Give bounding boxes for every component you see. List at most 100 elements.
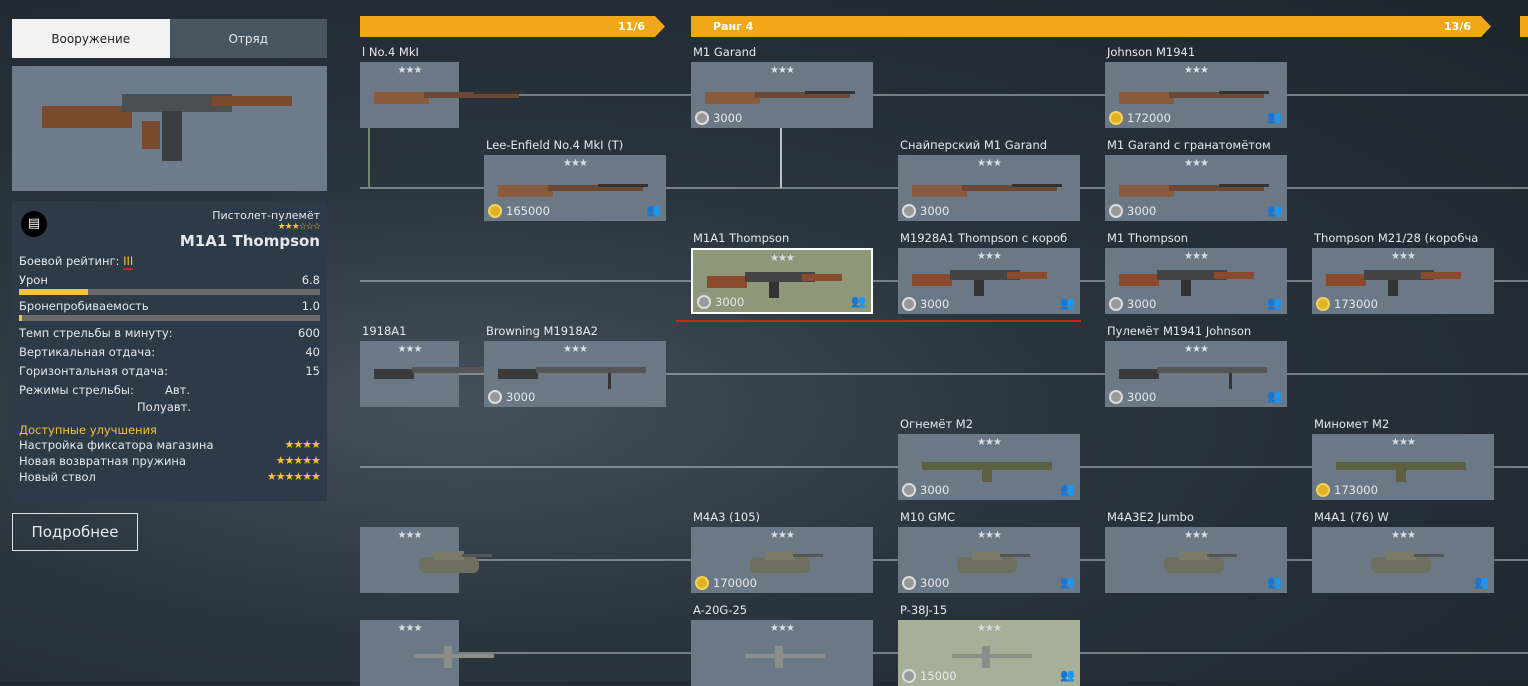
tech-tree-card[interactable]: ★★★ 15000 👥 (898, 620, 1080, 686)
squad-icon: 👥 (1060, 296, 1075, 310)
weapon-type: Пистолет-пулемёт (212, 209, 320, 222)
card-stars: ★★★ (397, 65, 423, 76)
tech-tree-card[interactable]: ★★★ (360, 341, 522, 407)
weapon-preview (12, 66, 327, 191)
smg-image (1326, 270, 1461, 296)
annotation-underline (676, 320, 1081, 322)
upgrade-stars: ★★★★★ (275, 454, 321, 467)
stat-bar (19, 289, 320, 295)
tech-tree-card[interactable]: ★★★ (360, 527, 492, 593)
silver-coin-icon (902, 483, 916, 497)
card-price: 3000 (920, 204, 950, 218)
tab-squad[interactable]: Отряд (228, 31, 269, 46)
tech-tree-card[interactable]: ★★★ 165000 👥 (484, 155, 666, 221)
tank-image (1371, 551, 1444, 573)
tech-tree-card[interactable]: ★★★ (691, 620, 873, 686)
card-stars: ★★★ (977, 530, 1002, 541)
card-price: 3000 (920, 576, 950, 590)
tech-tree-card[interactable]: ★★★ 3000 (691, 62, 873, 128)
weapon-stars: ★★★☆☆☆ (277, 222, 321, 232)
flame-image (1336, 462, 1466, 482)
silver-coin-icon (695, 111, 709, 125)
tree-connector (368, 128, 370, 188)
squad-icon: 👥 (1267, 575, 1282, 589)
card-stars: ★★★ (770, 253, 795, 264)
card-stars: ★★★ (770, 530, 795, 541)
card-label: Снайперский M1 Garand (900, 138, 1048, 152)
thompson-image (42, 94, 292, 161)
tech-tree-card[interactable]: ★★★ 👥 (1105, 527, 1287, 593)
tech-tree-card[interactable]: ★★★ 3000 👥 (691, 248, 873, 314)
tech-tree-card[interactable]: ★★★ 3000 👥 (898, 527, 1080, 593)
card-stars: ★★★ (977, 623, 1002, 634)
silver-coin-icon (1109, 390, 1123, 404)
card-stars: ★★★ (1184, 158, 1209, 169)
silver-coin-icon (902, 576, 916, 590)
card-label: M1A1 Thompson (693, 231, 790, 245)
stat-value: 15 (305, 364, 320, 378)
card-stars: ★★★ (563, 158, 588, 169)
card-stars: ★★★ (770, 623, 795, 634)
rank-bar-5 (1520, 16, 1528, 37)
tank-image (957, 551, 1030, 573)
gold-coin-icon (1316, 483, 1330, 497)
tech-tree-card[interactable]: ★★★ 👥 (1312, 527, 1494, 593)
document-icon[interactable]: ▤ (21, 211, 47, 237)
card-label: M1 Thompson (1107, 231, 1189, 245)
tech-tree-card[interactable]: ★★★ 173000 (1312, 434, 1494, 500)
rating-label: Боевой рейтинг: (19, 254, 120, 268)
tank-image (1164, 551, 1237, 573)
tab-weapons[interactable]: Вооружение (12, 19, 170, 58)
upgrade-label: Настройка фиксатора магазина (19, 438, 214, 452)
card-label: l No.4 MkI (362, 45, 419, 59)
card-label: M4A1 (76) W (1314, 510, 1389, 524)
tech-tree-card[interactable]: ★★★ 3000 (484, 341, 666, 407)
tech-tree-card[interactable]: ★★★ (360, 620, 494, 686)
tree-connector (780, 128, 782, 188)
card-stars: ★★★ (397, 344, 423, 355)
tech-tree-card[interactable]: ★★★ 3000 👥 (1105, 341, 1287, 407)
card-price: 165000 (506, 204, 550, 218)
tech-tree-card[interactable]: ★★★ 3000 👥 (898, 434, 1080, 500)
plane-image (745, 646, 825, 668)
tech-tree-card[interactable]: ★★★ 170000 (691, 527, 873, 593)
tree-connector (360, 373, 1528, 375)
card-stars: ★★★ (397, 530, 423, 541)
card-stars: ★★★ (563, 344, 588, 355)
card-label: Пулемёт M1941 Johnson (1107, 324, 1252, 338)
squad-icon: 👥 (1267, 296, 1282, 310)
tech-tree-card[interactable]: ★★★ 3000 👥 (1105, 248, 1287, 314)
silver-coin-icon (1109, 204, 1123, 218)
stat-value: 40 (305, 345, 320, 359)
card-price: 3000 (1127, 204, 1157, 218)
tech-tree-card[interactable]: ★★★ (360, 62, 524, 128)
card-price: 3000 (920, 297, 950, 311)
card-stars: ★★★ (1184, 65, 1209, 76)
card-label: Lee-Enfield No.4 MkI (T) (486, 138, 624, 152)
tech-tree-card[interactable]: ★★★ 173000 (1312, 248, 1494, 314)
more-button[interactable]: Подробнее (12, 513, 138, 551)
card-stars: ★★★ (1184, 530, 1209, 541)
smg-image (707, 272, 842, 298)
silver-coin-icon (902, 204, 916, 218)
card-stars: ★★★ (977, 437, 1002, 448)
weapon-info-panel: ▤ Пистолет-пулемёт ★★★☆☆☆ M1A1 Thompson … (12, 201, 327, 501)
card-label: Миномет M2 (1314, 417, 1390, 431)
tech-tree-card[interactable]: ★★★ 172000 👥 (1105, 62, 1287, 128)
tech-tree-card[interactable]: ★★★ 3000 👥 (1105, 155, 1287, 221)
silver-coin-icon (697, 295, 711, 309)
tech-tree-card[interactable]: ★★★ 3000 (898, 155, 1080, 221)
mg-image (498, 367, 646, 389)
card-price: 173000 (1334, 297, 1378, 311)
tech-tree-card[interactable]: ★★★ 3000 👥 (898, 248, 1080, 314)
silver-coin-icon (902, 297, 916, 311)
mg-image (1119, 367, 1267, 389)
card-stars: ★★★ (1391, 251, 1416, 262)
card-price: 172000 (1127, 111, 1171, 125)
stat-value: 600 (298, 326, 320, 340)
card-price: 3000 (1127, 390, 1157, 404)
squad-icon: 👥 (646, 203, 661, 217)
squad-icon: 👥 (1474, 575, 1489, 589)
card-price: 3000 (920, 483, 950, 497)
